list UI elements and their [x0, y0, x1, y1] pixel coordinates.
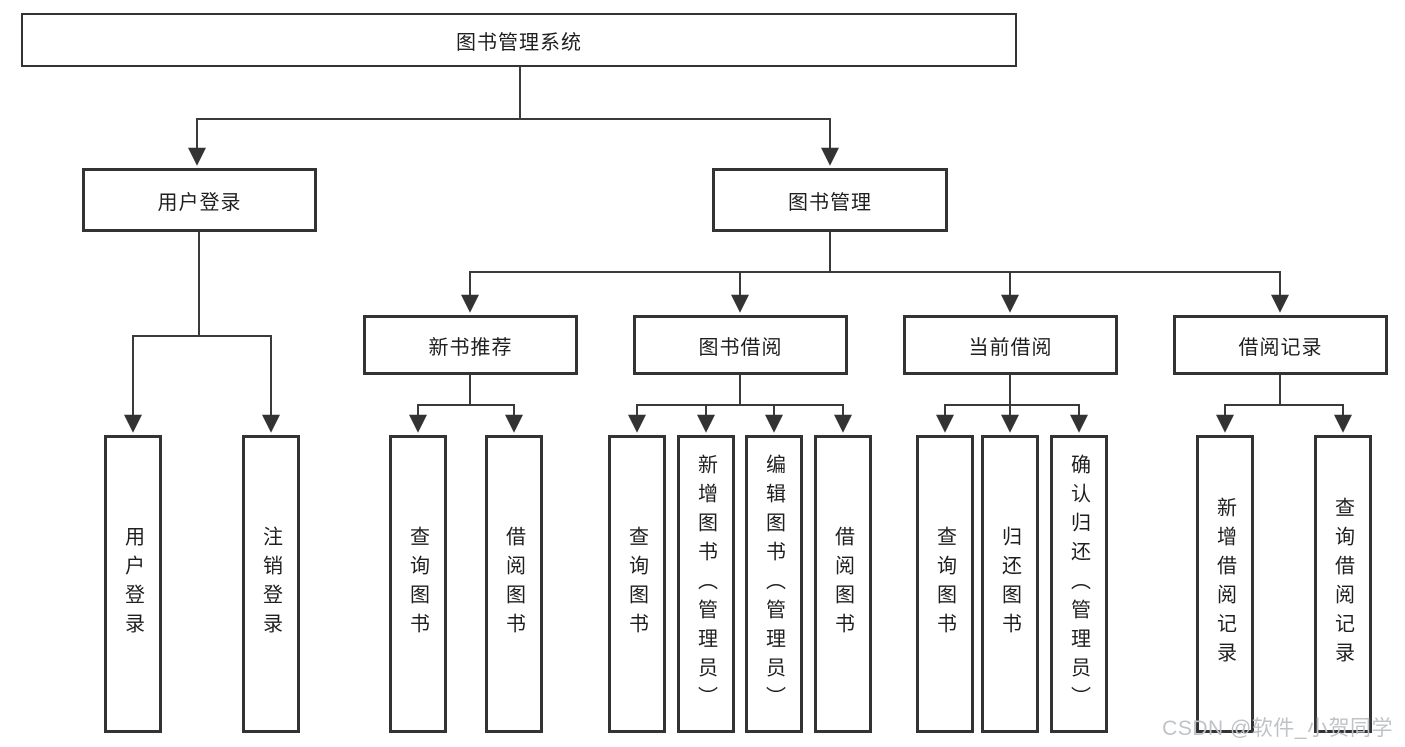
leaf-query-books-recommend: 查询图书: [389, 435, 447, 733]
leaf-borrow-books-recommend: 借阅图书: [485, 435, 543, 733]
leaf-confirm-return-admin: 确认归还（管理员）: [1050, 435, 1108, 733]
node-user-login: 用户登录: [82, 168, 317, 232]
leaf-add-borrow-record: 新增借阅记录: [1196, 435, 1254, 733]
leaf-add-books-admin: 新增图书（管理员）: [677, 435, 735, 733]
node-new-book-recommend: 新书推荐: [363, 315, 578, 375]
node-book-borrow: 图书借阅: [633, 315, 848, 375]
leaf-return-books: 归还图书: [981, 435, 1039, 733]
csdn-watermark: CSDN @软件_小贺同学: [1162, 717, 1393, 740]
leaf-edit-books-admin: 编辑图书（管理员）: [745, 435, 803, 733]
leaf-query-borrow-record: 查询借阅记录: [1314, 435, 1372, 733]
leaf-borrow-books: 借阅图书: [814, 435, 872, 733]
node-current-borrow: 当前借阅: [903, 315, 1118, 375]
leaf-logout: 注销登录: [242, 435, 300, 733]
node-borrow-record: 借阅记录: [1173, 315, 1388, 375]
leaf-query-books-current: 查询图书: [916, 435, 974, 733]
node-book-management: 图书管理: [712, 168, 948, 232]
leaf-query-books-borrow: 查询图书: [608, 435, 666, 733]
node-system-root: 图书管理系统: [21, 13, 1017, 67]
leaf-user-login: 用户登录: [104, 435, 162, 733]
